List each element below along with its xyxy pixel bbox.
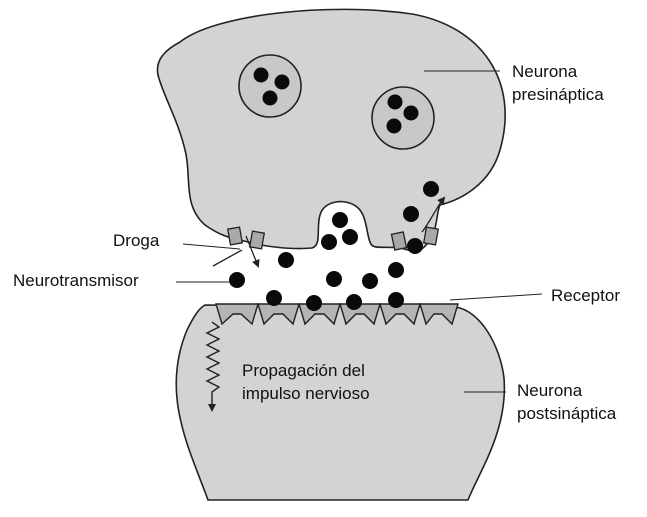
neurotransmitter-molecule (229, 272, 245, 288)
synaptic-vesicle-1 (239, 55, 301, 117)
propagation-label-line2: impulso nervioso (242, 383, 370, 404)
postsynaptic-label-line1: Neurona (517, 380, 582, 401)
receptor-leader-line (450, 294, 542, 300)
drug-block-4 (424, 227, 439, 245)
neurotransmitter-molecule (342, 229, 358, 245)
drug-arrow-2 (213, 250, 242, 266)
drug-label: Droga (113, 230, 159, 251)
neurotransmitter-molecule (278, 252, 294, 268)
neurotransmitter-molecule (407, 238, 423, 254)
presynaptic-label-line1: Neurona (512, 61, 577, 82)
neurotransmitter-molecule (388, 292, 404, 308)
postsynaptic-label-line2: postsináptica (517, 403, 616, 424)
neurotransmitter-molecule (346, 294, 362, 310)
receptor-label: Receptor (551, 285, 620, 306)
neurotransmitter-molecule (332, 212, 348, 228)
neurotransmitter-molecule (306, 295, 322, 311)
neurotransmitter-molecule (403, 206, 419, 222)
presynaptic-label-line2: presináptica (512, 84, 604, 105)
neurotransmitter-molecule (423, 181, 439, 197)
neurotransmitter-molecule (326, 271, 342, 287)
presynaptic-neuron (157, 9, 505, 251)
drug-block-1 (228, 227, 243, 245)
drug-block-3 (391, 232, 406, 250)
drug-block-2 (250, 231, 265, 249)
neurotransmitter-molecule (266, 290, 282, 306)
neurotransmitter-molecule (321, 234, 337, 250)
propagation-label-line1: Propagación del (242, 360, 365, 381)
neurotransmitter-molecule (362, 273, 378, 289)
synaptic-vesicle-2 (372, 87, 434, 149)
neurotransmitter-label: Neurotransmisor (13, 270, 139, 291)
neurotransmitter-molecule (388, 262, 404, 278)
